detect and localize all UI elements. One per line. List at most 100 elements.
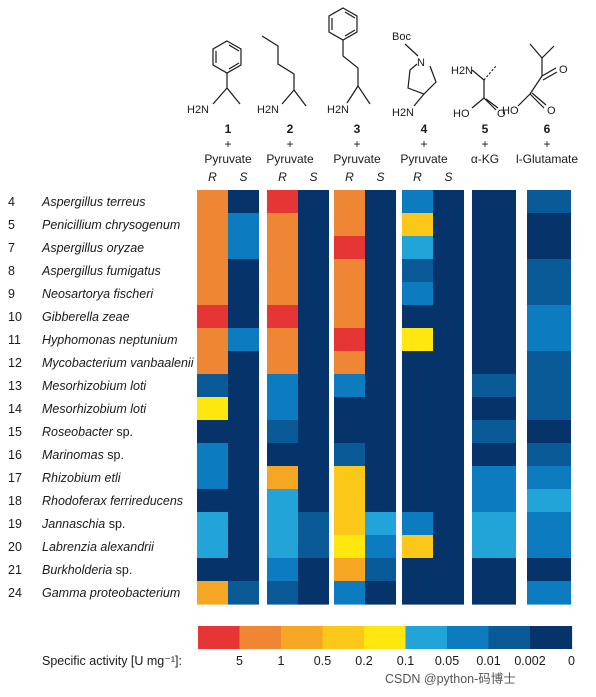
heatmap-cell <box>197 512 228 536</box>
heatmap-cell <box>402 374 433 398</box>
heatmap-cell <box>365 443 396 467</box>
structure-plus: + <box>481 137 488 151</box>
heatmap-cell <box>433 581 464 605</box>
structure-6-drawing: O HO O <box>502 43 568 117</box>
heatmap-cell <box>197 351 228 375</box>
structure-plus: + <box>286 137 293 151</box>
heatmap-cell <box>472 512 516 536</box>
structure-number: 1 <box>225 122 232 136</box>
heatmap-cell <box>365 397 396 421</box>
heatmap-cell <box>228 374 259 398</box>
heatmap-cells <box>197 190 571 605</box>
heatmap-cell <box>228 213 259 237</box>
heatmap-cell <box>365 213 396 237</box>
heatmap-cell <box>334 190 365 214</box>
heatmap-cell <box>402 190 433 214</box>
structure-substrate: l-Glutamate <box>516 152 578 166</box>
heatmap-cell <box>267 558 298 582</box>
heatmap-cell <box>197 397 228 421</box>
heatmap-cell <box>527 443 571 467</box>
structure-plus: + <box>353 137 360 151</box>
heatmap-cell <box>267 397 298 421</box>
heatmap-cell <box>402 443 433 467</box>
heatmap-cell <box>267 374 298 398</box>
heatmap-cell <box>433 535 464 559</box>
heatmap-cell <box>298 282 329 306</box>
heatmap-cell <box>472 443 516 467</box>
heatmap-cell <box>402 489 433 513</box>
heatmap-cell <box>267 282 298 306</box>
legend-tick-label: 0.1 <box>397 654 414 668</box>
heatmap-cell <box>472 328 516 352</box>
column-subheader: S <box>309 170 317 184</box>
heatmap-cell <box>334 558 365 582</box>
heatmap-cell <box>334 374 365 398</box>
row-label: 24 Gamma proteobacterium <box>8 586 180 600</box>
heatmap-cell <box>402 328 433 352</box>
heatmap-cell <box>402 236 433 260</box>
heatmap-cell <box>527 420 571 444</box>
row-label: 13 Mesorhizobium loti <box>8 379 147 393</box>
heatmap-cell <box>298 512 329 536</box>
structure-5-oxygen: O <box>497 108 506 120</box>
heatmap-cell <box>402 259 433 283</box>
heatmap-cell <box>334 213 365 237</box>
structure-substrate: Pyruvate <box>400 152 448 166</box>
heatmap-cell <box>433 397 464 421</box>
heatmap-cell <box>228 236 259 260</box>
heatmap-cell <box>365 558 396 582</box>
heatmap-cell <box>472 305 516 329</box>
heatmap-cell <box>433 420 464 444</box>
structure-4-amine: H2N <box>392 107 414 119</box>
heatmap-cell <box>527 328 571 352</box>
heatmap-cell <box>472 236 516 260</box>
heatmap-cell <box>197 535 228 559</box>
heatmap-cell <box>334 305 365 329</box>
heatmap-cell <box>472 374 516 398</box>
heatmap-cell <box>433 282 464 306</box>
heatmap-cell <box>527 213 571 237</box>
legend-swatch <box>530 626 573 649</box>
heatmap-cell <box>402 558 433 582</box>
heatmap-cell <box>433 190 464 214</box>
heatmap-cell <box>472 190 516 214</box>
heatmap-cell <box>365 236 396 260</box>
structure-number: 4 <box>421 122 428 136</box>
legend-tick-label: 0.05 <box>435 654 459 668</box>
heatmap-cell <box>298 535 329 559</box>
heatmap-cell <box>402 282 433 306</box>
row-label: 18 Rhodoferax ferrireducens <box>8 494 183 508</box>
heatmap-cell <box>298 397 329 421</box>
heatmap-cell <box>197 236 228 260</box>
heatmap-cell <box>228 535 259 559</box>
row-label: 5 Penicillium chrysogenum <box>8 218 180 232</box>
heatmap-cell <box>472 259 516 283</box>
structure-4-ring-n: N <box>417 57 425 69</box>
heatmap-cell <box>472 558 516 582</box>
heatmap-cell <box>298 190 329 214</box>
chemical-structures: H2N H2N H2N Boc N H2N H2N <box>187 7 568 120</box>
heatmap-cell <box>365 466 396 490</box>
structure-2-drawing: H2N <box>257 35 307 116</box>
structure-number: 5 <box>482 122 489 136</box>
heatmap-cell <box>228 328 259 352</box>
heatmap-cell <box>365 259 396 283</box>
structure-captions: 1 + Pyruvate 2 + Pyruvate 3 + Pyruvate 4… <box>204 122 578 166</box>
heatmap-cell <box>365 305 396 329</box>
heatmap-cell <box>334 351 365 375</box>
heatmap-cell <box>334 328 365 352</box>
row-label: 7 Aspergillus oryzae <box>8 241 144 255</box>
legend-tick-label: 0.2 <box>355 654 372 668</box>
structure-5-amine: H2N <box>451 65 473 77</box>
column-subheader: S <box>444 170 452 184</box>
heatmap-cell <box>267 489 298 513</box>
column-subheader: S <box>376 170 384 184</box>
heatmap-cell <box>334 466 365 490</box>
heatmap-cell <box>298 420 329 444</box>
heatmap-cell <box>433 443 464 467</box>
heatmap-cell <box>197 489 228 513</box>
heatmap-cell <box>402 420 433 444</box>
heatmap-cell <box>365 512 396 536</box>
